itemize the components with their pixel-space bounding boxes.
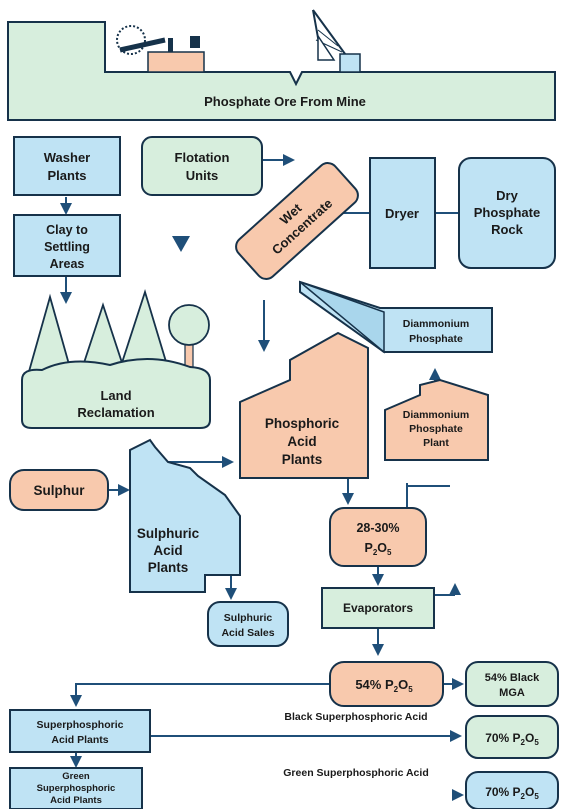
- svg-text:Diammonium: Diammonium: [403, 318, 470, 330]
- svg-text:Reclamation: Reclamation: [77, 405, 154, 420]
- svg-text:Acid Sales: Acid Sales: [221, 627, 274, 639]
- mine-label: Phosphate Ore From Mine: [204, 94, 366, 109]
- dryer-node: Dryer: [369, 157, 436, 269]
- svg-text:Land: Land: [100, 388, 131, 403]
- svg-text:Flotation: Flotation: [175, 150, 230, 165]
- svg-text:Superphosphoric: Superphosphoric: [37, 719, 124, 731]
- green-superphosphoric-acid-label: Green Superphosphoric Acid: [283, 767, 428, 779]
- svg-text:Acid Plants: Acid Plants: [50, 795, 102, 806]
- svg-text:Phosphate: Phosphate: [474, 205, 540, 220]
- superphosphoric-acid-plants-node: Superphosphoric Acid Plants: [9, 709, 151, 753]
- svg-text:28-30%: 28-30%: [356, 521, 399, 535]
- black-superphosphoric-acid-label: Black Superphosphoric Acid: [284, 711, 427, 723]
- p2o5-54-to-superphos-arrow: [70, 683, 330, 707]
- svg-text:P2O5: P2O5: [365, 541, 393, 557]
- svg-text:Acid: Acid: [153, 543, 182, 558]
- svg-text:Plants: Plants: [282, 452, 323, 467]
- mine-banner: Phosphate Ore From Mine: [7, 9, 556, 121]
- phosphoric-acid-plants-node: Phosphoric Acid Plants: [239, 331, 369, 479]
- svg-text:Superphosphoric: Superphosphoric: [37, 783, 116, 794]
- svg-text:MGA: MGA: [499, 687, 525, 699]
- svg-text:54% P2O5: 54% P2O5: [355, 677, 413, 694]
- svg-text:Phosphate: Phosphate: [409, 423, 463, 435]
- trees-icon: [26, 288, 210, 376]
- dragline-icon: [116, 25, 205, 73]
- crane-icon: [312, 9, 361, 73]
- green-superphosphoric-plants-node: Green Superphosphoric Acid Plants: [9, 767, 143, 809]
- svg-text:Plant: Plant: [423, 437, 449, 449]
- svg-text:54% Black: 54% Black: [485, 672, 540, 684]
- sulphuric-acid-sales-node: Sulphuric Acid Sales: [207, 601, 289, 647]
- p2o5-70-green-node: 70% P2O5: [465, 771, 559, 809]
- svg-text:Dry: Dry: [496, 188, 518, 203]
- black-mga-node: 54% Black MGA: [465, 661, 559, 707]
- svg-text:Acid Plants: Acid Plants: [51, 734, 108, 746]
- svg-text:Dryer: Dryer: [385, 206, 419, 221]
- svg-text:Settling: Settling: [44, 240, 90, 254]
- p2o5-54-node: 54% P2O5: [329, 661, 444, 707]
- diammonium-phosphate-node: Diammonium Phosphate: [299, 280, 493, 354]
- dry-phosphate-rock-node: Dry Phosphate Rock: [458, 157, 556, 269]
- p2o5-28-30-node: 28-30% P2O5: [329, 507, 427, 567]
- svg-text:Acid: Acid: [287, 434, 316, 449]
- svg-text:Plants: Plants: [47, 168, 86, 183]
- svg-text:Plants: Plants: [148, 560, 189, 575]
- svg-text:Sulphur: Sulphur: [34, 483, 86, 498]
- svg-text:Sulphuric: Sulphuric: [137, 526, 200, 541]
- svg-text:Green: Green: [62, 771, 90, 782]
- svg-text:70% P2O5: 70% P2O5: [485, 731, 539, 747]
- svg-text:Areas: Areas: [50, 257, 85, 271]
- sulphur-node: Sulphur: [9, 469, 109, 511]
- arrowhead-decor-2: [172, 236, 190, 252]
- washer-plants-node: Washer Plants: [13, 136, 121, 196]
- flotation-units-node: Flotation Units: [141, 136, 263, 196]
- svg-text:Clay to: Clay to: [46, 223, 88, 237]
- sulphuric-acid-plants-node: Sulphuric Acid Plants: [129, 438, 241, 593]
- svg-text:Diammonium: Diammonium: [403, 409, 470, 421]
- p2o5-70-black-node: 70% P2O5: [465, 715, 559, 759]
- svg-text:Sulphuric: Sulphuric: [224, 612, 273, 624]
- land-reclamation-node: Land Reclamation: [21, 288, 211, 429]
- svg-text:Rock: Rock: [491, 222, 524, 237]
- svg-text:Phosphate: Phosphate: [409, 333, 463, 345]
- svg-text:Washer: Washer: [44, 150, 90, 165]
- diammonium-phosphate-plant-node: Diammonium Phosphate Plant: [384, 378, 489, 461]
- clay-settling-node: Clay to Settling Areas: [13, 214, 121, 277]
- svg-text:70% P2O5: 70% P2O5: [485, 785, 539, 801]
- evaporators-node: Evaporators: [321, 587, 435, 629]
- svg-text:Phosphoric: Phosphoric: [265, 416, 340, 431]
- svg-text:Evaporators: Evaporators: [343, 601, 413, 615]
- svg-text:Units: Units: [186, 168, 219, 183]
